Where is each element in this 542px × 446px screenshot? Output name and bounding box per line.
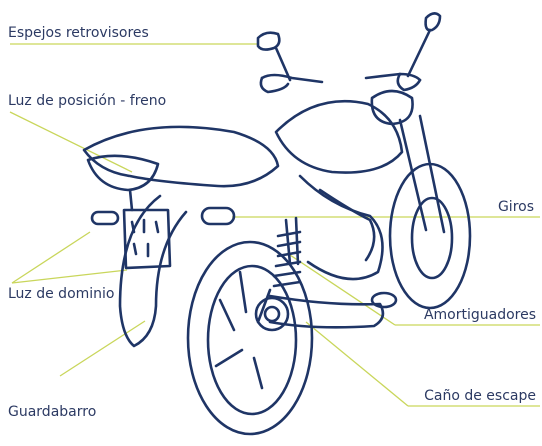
headlight [370, 89, 414, 126]
shock-absorbers-leader [286, 252, 396, 326]
exhaust-label: Caño de escape [424, 388, 536, 404]
left-mirror-stem [274, 46, 292, 82]
turn-signals-label: Giros [497, 199, 534, 215]
rear-wheel-inner [206, 264, 298, 416]
license-light-leader-a [11, 231, 91, 284]
rear-left-turn-signal-icon [90, 210, 120, 226]
left-handlebar [260, 73, 324, 84]
front-wheel [388, 162, 472, 310]
engine [318, 188, 376, 262]
frame [298, 174, 384, 281]
plate-chars [130, 218, 160, 258]
front-turn-signal-icon [370, 291, 398, 309]
left-grip [259, 76, 290, 94]
left-mirror-icon [256, 31, 281, 51]
right-mirror-icon [424, 12, 442, 32]
mirrors-label: Espejos retrovisores [8, 25, 149, 41]
rear-wheel [186, 240, 314, 436]
fuel-tank [274, 100, 404, 174]
shock-spring [272, 230, 302, 288]
rear-right-turn-signal-icon [200, 206, 236, 226]
leader-lines [9, 43, 540, 407]
tail-light-leader [9, 111, 133, 173]
right-handlebar [364, 72, 422, 82]
exhaust-pipe-icon [268, 294, 385, 329]
exhaust-tip-inner [263, 305, 281, 323]
mudguard-leader [59, 320, 146, 377]
mudguard-label: Guardabarro [8, 404, 97, 420]
front-hub [410, 196, 454, 280]
right-grip [396, 72, 422, 92]
exhaust-leader [305, 321, 409, 407]
license-light-label: Luz de dominio [8, 286, 115, 302]
seat [82, 125, 280, 188]
tail-bracket [128, 188, 134, 212]
shock-absorber-icon [284, 216, 300, 266]
exhaust-tip [254, 296, 290, 332]
tail-light-label: Luz de posición - freno [8, 93, 167, 109]
tail-light-icon [86, 154, 160, 192]
motorcycle-drawing [82, 12, 472, 436]
license-light-leader-b [11, 269, 128, 284]
license-plate [122, 208, 172, 270]
right-mirror-stem [406, 28, 432, 78]
rear-spokes [214, 270, 272, 390]
front-fork [398, 114, 446, 234]
mudguard-icon [118, 194, 188, 348]
shock-absorbers-label: Amortiguadores [423, 307, 536, 323]
